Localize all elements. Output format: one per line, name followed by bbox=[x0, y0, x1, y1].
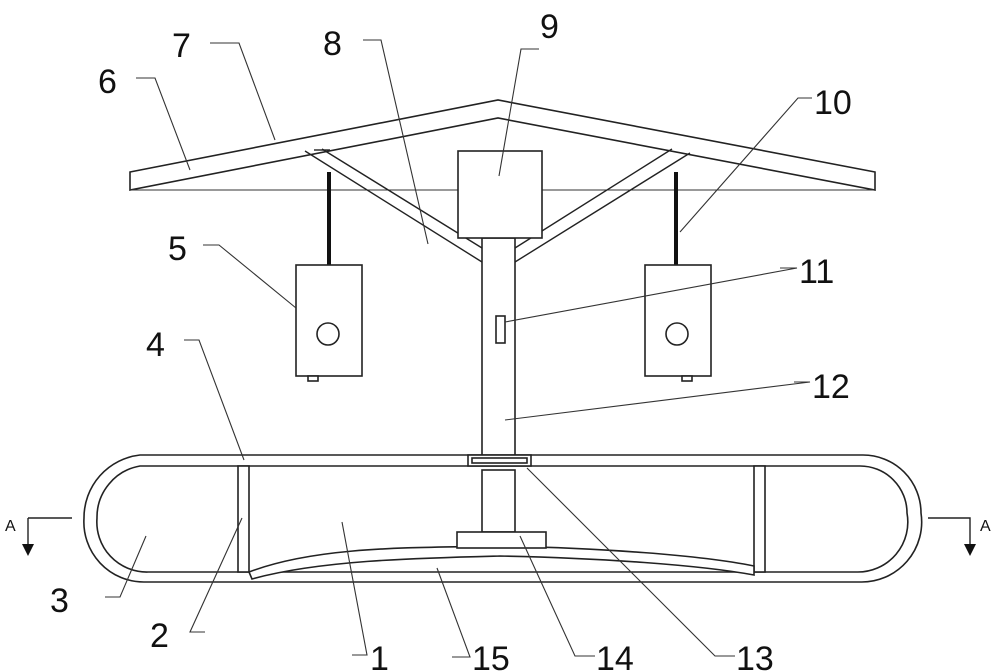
section-label-left: A bbox=[5, 518, 16, 535]
section-label-right: A bbox=[980, 518, 991, 535]
inner-wall-left bbox=[237, 465, 250, 573]
leader-lines bbox=[105, 39, 812, 658]
label-12: 12 bbox=[812, 368, 850, 406]
section-marker-left: A bbox=[5, 517, 72, 556]
support-brackets bbox=[304, 148, 691, 263]
label-1: 1 bbox=[370, 640, 389, 672]
central-column bbox=[481, 237, 516, 533]
hanging-unit-right bbox=[644, 264, 712, 382]
motor-base bbox=[456, 531, 547, 549]
curved-bottom-plate bbox=[247, 545, 755, 580]
label-15: 15 bbox=[472, 640, 510, 672]
part-labels: 1 2 3 4 5 6 7 8 9 10 11 12 13 14 15 bbox=[50, 8, 852, 672]
label-13: 13 bbox=[736, 640, 774, 672]
label-11: 11 bbox=[799, 253, 834, 291]
label-8: 8 bbox=[323, 25, 342, 63]
inner-wall-right bbox=[753, 465, 766, 573]
label-7: 7 bbox=[172, 27, 191, 65]
label-5: 5 bbox=[168, 230, 187, 268]
section-marker-right: A bbox=[928, 517, 991, 556]
small-window bbox=[495, 315, 506, 344]
label-3: 3 bbox=[50, 582, 69, 620]
label-10: 10 bbox=[814, 84, 852, 122]
label-14: 14 bbox=[596, 640, 634, 672]
hull bbox=[83, 454, 923, 583]
hanging-unit-left bbox=[295, 264, 363, 382]
label-9: 9 bbox=[540, 8, 559, 46]
label-4: 4 bbox=[146, 326, 165, 364]
label-6: 6 bbox=[98, 63, 117, 101]
bearing-ring bbox=[467, 454, 532, 467]
label-2: 2 bbox=[150, 617, 169, 655]
top-box bbox=[457, 150, 543, 239]
